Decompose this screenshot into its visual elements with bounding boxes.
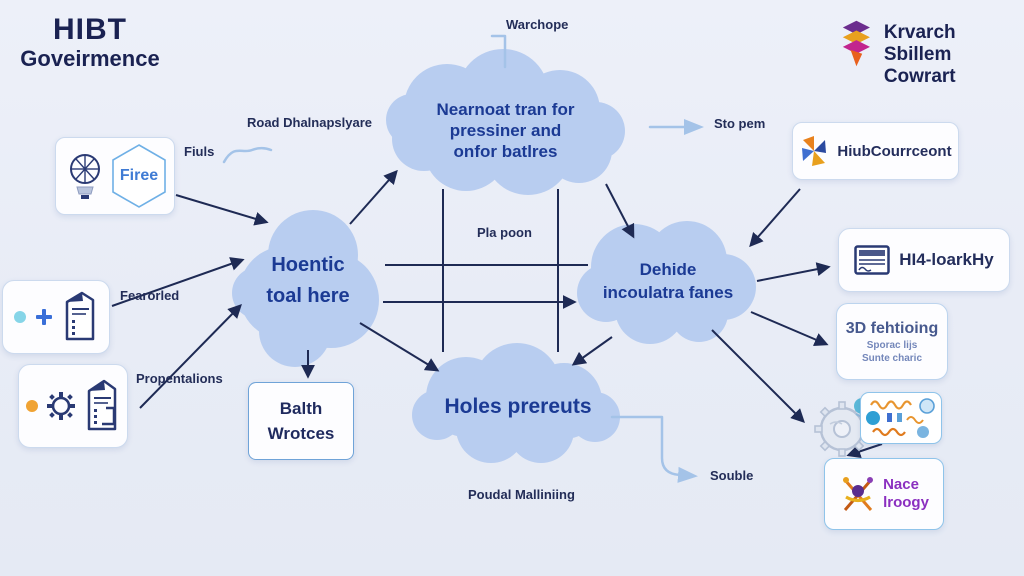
- light-blue-connectors: [222, 34, 704, 483]
- node-balth-box: Balth Wrotces: [248, 382, 354, 460]
- label-propantations: Propentalions: [136, 371, 223, 386]
- cloud-shapes: [232, 49, 756, 463]
- hiub-label: HiubCourrceont: [837, 142, 952, 160]
- hi4-label: HI4-loarkHy: [899, 250, 994, 269]
- flow-arrows: [111, 169, 883, 459]
- cyan-dot: [14, 311, 26, 323]
- hexagon-badge: Firee: [112, 144, 166, 208]
- label-road: Road Dhalnapslyare: [247, 115, 372, 130]
- node-firee-box: Firee: [55, 137, 175, 215]
- document-icon: [87, 379, 117, 431]
- node-nace-box: Nace lroogy: [824, 458, 944, 530]
- mascot-icon: [843, 477, 874, 511]
- brain-bulb-icon: [70, 154, 100, 199]
- balth-line1: Balth: [279, 398, 323, 418]
- firee-label: Firee: [119, 167, 159, 184]
- gear-icon: [47, 392, 75, 420]
- pinwheel-logo-icon: [802, 136, 827, 166]
- doodle-collage-icon: [866, 398, 935, 438]
- nace-text: Nace lroogy: [883, 476, 929, 512]
- blob-line2: toal here: [266, 285, 350, 307]
- label-sto-pem: Sto pem: [714, 116, 766, 131]
- brand-text: Krvarch Sbillem Cowrart: [884, 18, 1024, 88]
- brand-line1: Krvarch Sbillem: [883, 22, 956, 65]
- title-line2: Goveirmence: [20, 46, 160, 71]
- brand-line2: Cowrart: [883, 66, 956, 87]
- 3d-sub1: Sporac lijs: [866, 339, 918, 351]
- brand-logo: Krvarch Sbillem Cowrart: [838, 18, 1024, 88]
- document-icon: [65, 291, 95, 341]
- page-title: HIBT Goveirmence: [15, 14, 165, 72]
- browser-doc-icon: [854, 245, 890, 275]
- cloud-top-node: Nearnoat tran for pressiner and onfor ba…: [398, 99, 613, 162]
- label-warchope: Warchope: [506, 17, 569, 32]
- node-hiub-box: HiubCourrceont: [792, 122, 959, 180]
- balth-line2: Wrotces: [267, 423, 335, 443]
- blob-left-node: Hoentic toal here: [243, 250, 373, 312]
- cloud-bottom-line1: Holes prereuts: [444, 395, 592, 418]
- doodle-collage-box: [860, 392, 942, 444]
- orange-dot: [26, 400, 38, 412]
- ribbon-logo-icon: [842, 20, 870, 67]
- blob-line1: Hoentic: [271, 254, 345, 276]
- cloud-right-line1: Dehide: [639, 260, 697, 279]
- label-poudal: Poudal Malliniing: [468, 487, 575, 502]
- plus-icon: [36, 309, 52, 325]
- cloud-bottom-node: Holes prereuts: [432, 395, 604, 419]
- label-fiuls: Fiuls: [184, 144, 215, 159]
- nace-line2: lroogy: [883, 494, 929, 511]
- node-hi4-box: HI4-loarkHy: [838, 228, 1010, 292]
- nace-line1: Nace: [883, 476, 919, 493]
- label-souble: Souble: [710, 468, 754, 483]
- 3d-sub2: Sunte charic: [861, 352, 923, 364]
- cloud-top-line3: onfor batlres: [453, 142, 558, 161]
- grid-lines: [383, 189, 588, 352]
- cloud-right-line2: incoulatra fanes: [602, 283, 734, 302]
- cloud-right-node: Dehide incoulatra fanes: [578, 258, 758, 304]
- label-fearorled: Fearorled: [120, 288, 180, 303]
- node-fearorled-box: [2, 280, 110, 354]
- cloud-top-line1: Nearnoat tran for: [436, 100, 575, 119]
- label-pla-poon: Pla poon: [477, 225, 532, 240]
- node-propantations-box: [18, 364, 128, 448]
- 3d-title: 3D fehtioing: [845, 319, 939, 337]
- title-line1: HIBT: [53, 13, 127, 46]
- cloud-top-line2: pressiner and: [449, 121, 562, 140]
- node-3d-box: 3D fehtioing Sporac lijs Sunte charic: [836, 303, 948, 380]
